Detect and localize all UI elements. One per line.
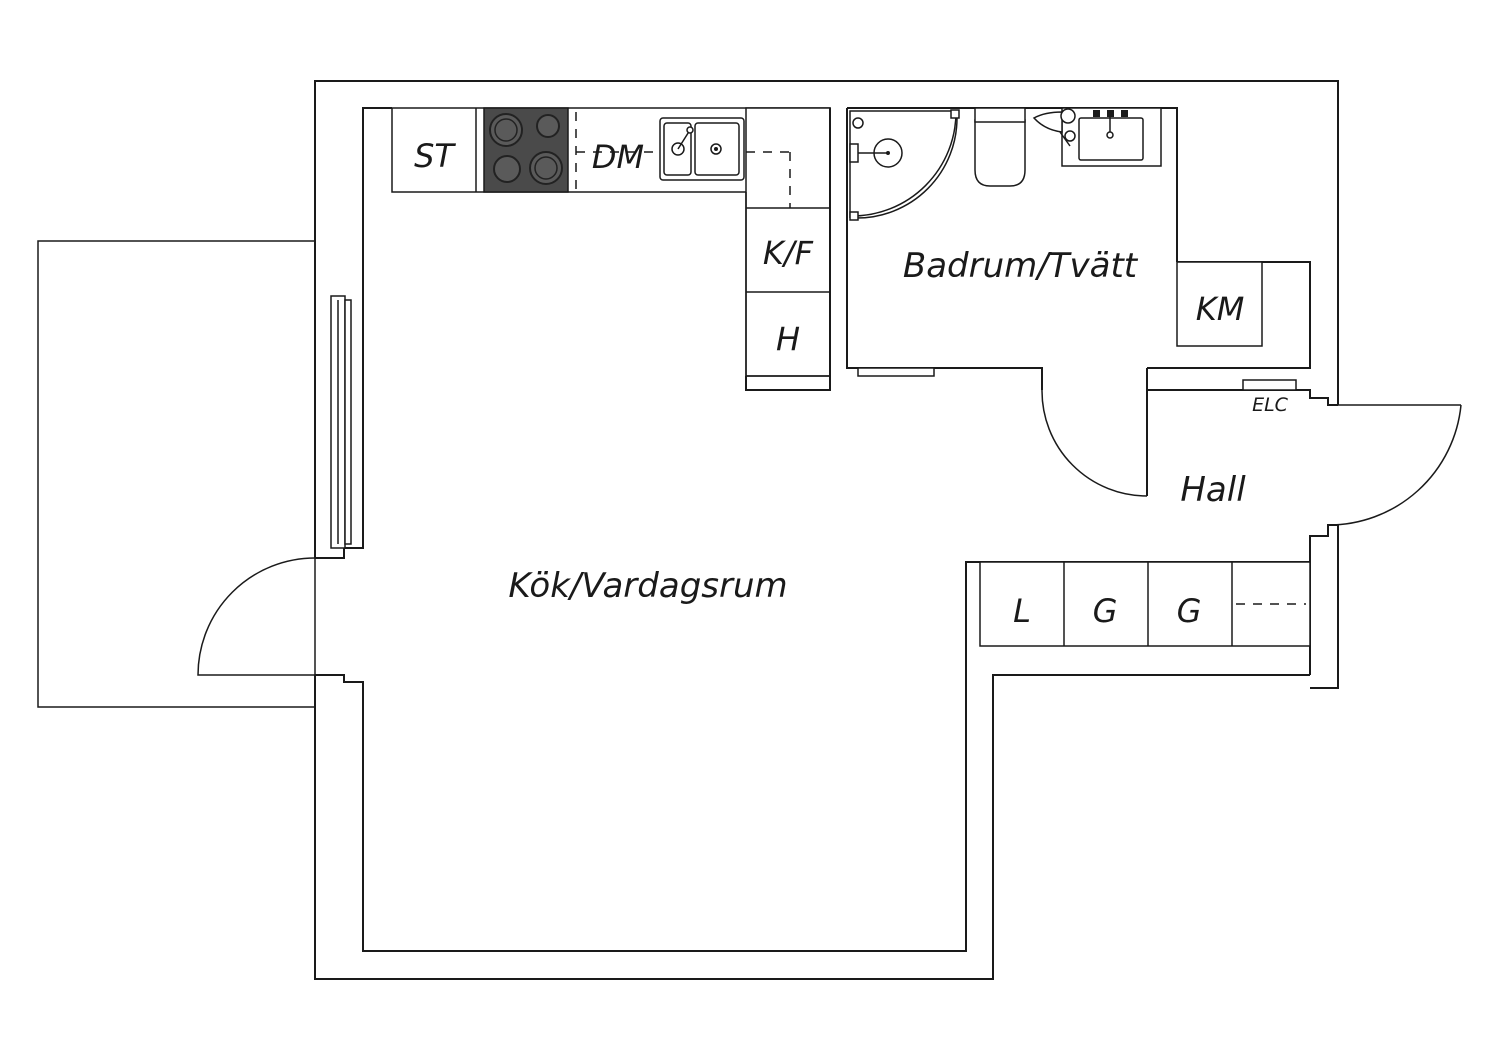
dishwasher-label: DM	[592, 138, 644, 176]
fridge-freezer-label: K/F	[763, 234, 814, 272]
entrance-door	[1327, 404, 1462, 526]
wardrobe-g-label-1: G	[1093, 592, 1118, 630]
toilet-icon	[974, 107, 1026, 187]
washing-machine-label: KM	[1196, 290, 1245, 328]
balcony-door	[197, 557, 316, 676]
cabinet-label: H	[776, 320, 800, 358]
stove-label: ST	[414, 137, 456, 175]
shower-icon	[849, 109, 960, 221]
wardrobe-l-label: L	[1013, 592, 1031, 630]
window-left	[330, 295, 352, 549]
bathroom-label: Badrum/Tvätt	[903, 246, 1139, 286]
hand-shower-icon	[1032, 108, 1076, 147]
hall-label: Hall	[1180, 470, 1246, 510]
exterior-wall	[314, 80, 1339, 980]
kitchen-sink-icon	[659, 117, 745, 181]
electric-panel	[1242, 379, 1297, 391]
cooktop-icon	[483, 107, 569, 193]
balcony	[37, 240, 315, 708]
wardrobe-g-label-2: G	[1177, 592, 1202, 630]
hall-wardrobes	[979, 561, 1311, 647]
washing-machine	[1176, 261, 1263, 347]
living-room-label: Kök/Vardagsrum	[508, 566, 787, 606]
bathroom-sink-icon	[1061, 107, 1162, 167]
bathroom-door	[1041, 389, 1148, 497]
electric-panel-label: ELC	[1252, 394, 1289, 416]
